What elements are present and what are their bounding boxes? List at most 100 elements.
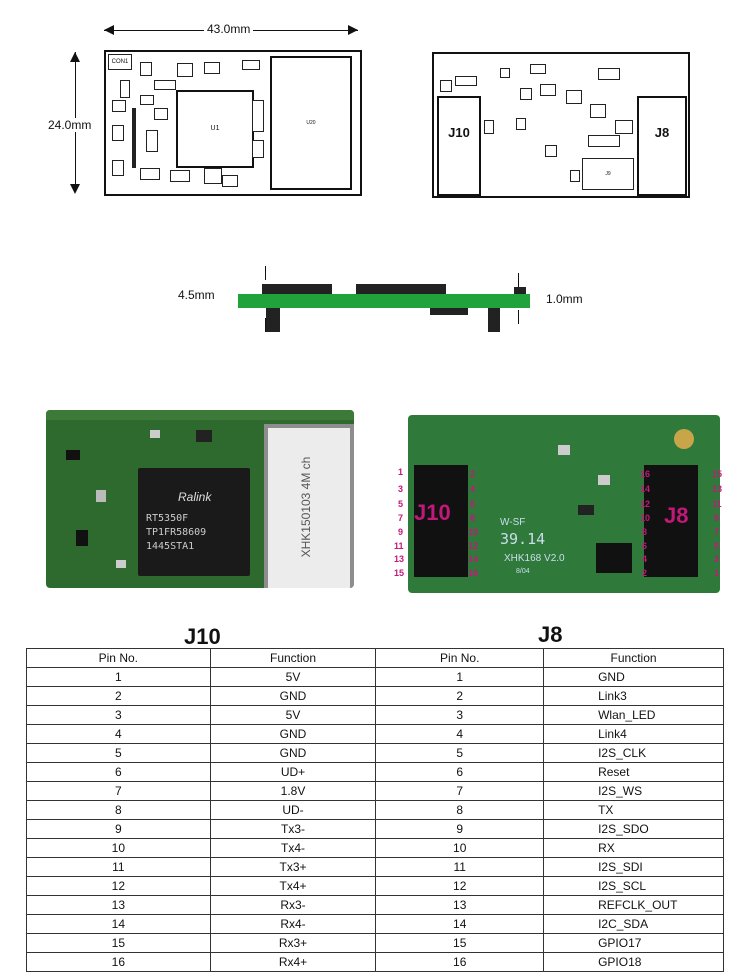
j8-pin-number: 16 [375,952,545,972]
j8-pin-label: 12 [640,499,651,509]
con1-connector: CON1 [108,54,132,70]
j8-pin-number: 10 [375,838,545,858]
j8-pin-number: 8 [375,800,545,820]
j8-pin-label: 14 [640,484,651,494]
small-component [578,505,594,515]
j8-pin-number: 14 [375,914,545,934]
component-outline [204,62,220,74]
j10-pin-number: 9 [26,819,211,839]
component-outline [222,175,238,187]
j8-pin-number: 13 [375,895,545,915]
component-outline [540,84,556,96]
j8-pin-number: 5 [375,743,545,763]
soc-chip [138,468,250,576]
j8-pin-label: 13 [712,484,723,494]
component-outline [598,68,620,80]
component-outline [140,95,154,105]
j8-function: I2C_SDA [543,914,724,934]
j10-pin-header: Pin No. [26,648,211,668]
j10-pin-number: 10 [26,838,211,858]
j8-function: Link3 [543,686,724,706]
chip-line-2: TP1FR58609 [146,527,207,538]
top-component-profile [356,284,446,294]
module-top-photo: Ralink RT5350F TP1FR58609 1445STA1 XHK15… [46,410,354,588]
j8-function: Wlan_LED [543,705,724,725]
j8-pin-label: 15 [712,469,723,479]
component-outline [484,120,494,134]
flash-module-label: XHK150103 4M ch [299,456,313,558]
component-outline [112,160,124,176]
j8-pin-header: Pin No. [375,648,545,668]
j10-pin-number: 5 [26,743,211,763]
small-component [196,430,212,442]
j10-function: UD- [209,800,377,820]
small-component [150,430,160,438]
j8-pin-number: 9 [375,819,545,839]
j8-pin-number: 1 [375,667,545,687]
u1-chip: U1 [176,90,254,168]
j8-pin-number: 12 [375,876,545,896]
j8-pin-number: 4 [375,724,545,744]
j10-function: 5V [209,705,377,725]
top-component-profile [262,284,332,294]
module-bottom-photo: J10 J8 W-SF 39.14 XHK168 V2.0 8/04 [408,415,720,593]
j10-function-header: Function [209,648,377,668]
component-outline [140,168,160,180]
j8-pin-label: 4 [642,554,648,564]
j8-pin-label: 1 [714,568,720,578]
j8-function: Link4 [543,724,724,744]
pcb-edge-shadow [46,410,354,420]
side-pcb-label: 1.0mm [546,292,583,306]
j10-function: Rx4+ [209,952,377,972]
j10-pin-number: 8 [26,800,211,820]
component-outline [140,62,152,76]
j8-pin-number: 11 [375,857,545,877]
j10-function: 5V [209,667,377,687]
component-outline [566,90,582,104]
j8-function: GND [543,667,724,687]
j8-pin-label: 8 [642,527,648,537]
j8-pin-label: 16 [640,469,651,479]
j8-function: I2S_SCL [543,876,724,896]
j10-pin-label: 5 [398,499,404,509]
width-dimension-label: 43.0mm [204,22,254,36]
j9-component-outline: J9 [582,158,634,190]
component-outline [170,170,190,182]
j8-table-title: J8 [538,622,563,647]
chip-line-3: 1445STA1 [146,541,195,552]
j10-pin-label: 14 [468,554,479,564]
chip-line-1: RT5350F [146,513,189,524]
j10-function: GND [209,686,377,706]
j10-pin-label: 13 [394,554,405,564]
j10-pin-label: 12 [468,541,479,551]
silk-line-3: XHK168 V2.0 [504,553,565,564]
small-component [66,450,80,460]
component-outline [112,125,124,141]
j10-function: 1.8V [209,781,377,801]
j8-pin-label: 11 [712,499,722,509]
j8-pin-label: 9 [714,513,720,523]
flash-module [264,424,354,588]
component-outline [530,64,546,74]
j8-function: I2S_SDO [543,819,724,839]
silk-line-1: W-SF [500,517,526,528]
j8-function: REFCLK_OUT [543,895,724,915]
height-dimension-bottom-arrow [70,184,80,194]
j10-function: GND [209,743,377,763]
j8-pin-label: 3 [714,554,720,564]
component-outline [252,100,264,132]
thickness-arrow-top [265,266,266,280]
component-outline [154,108,168,120]
component-outline [204,168,222,184]
